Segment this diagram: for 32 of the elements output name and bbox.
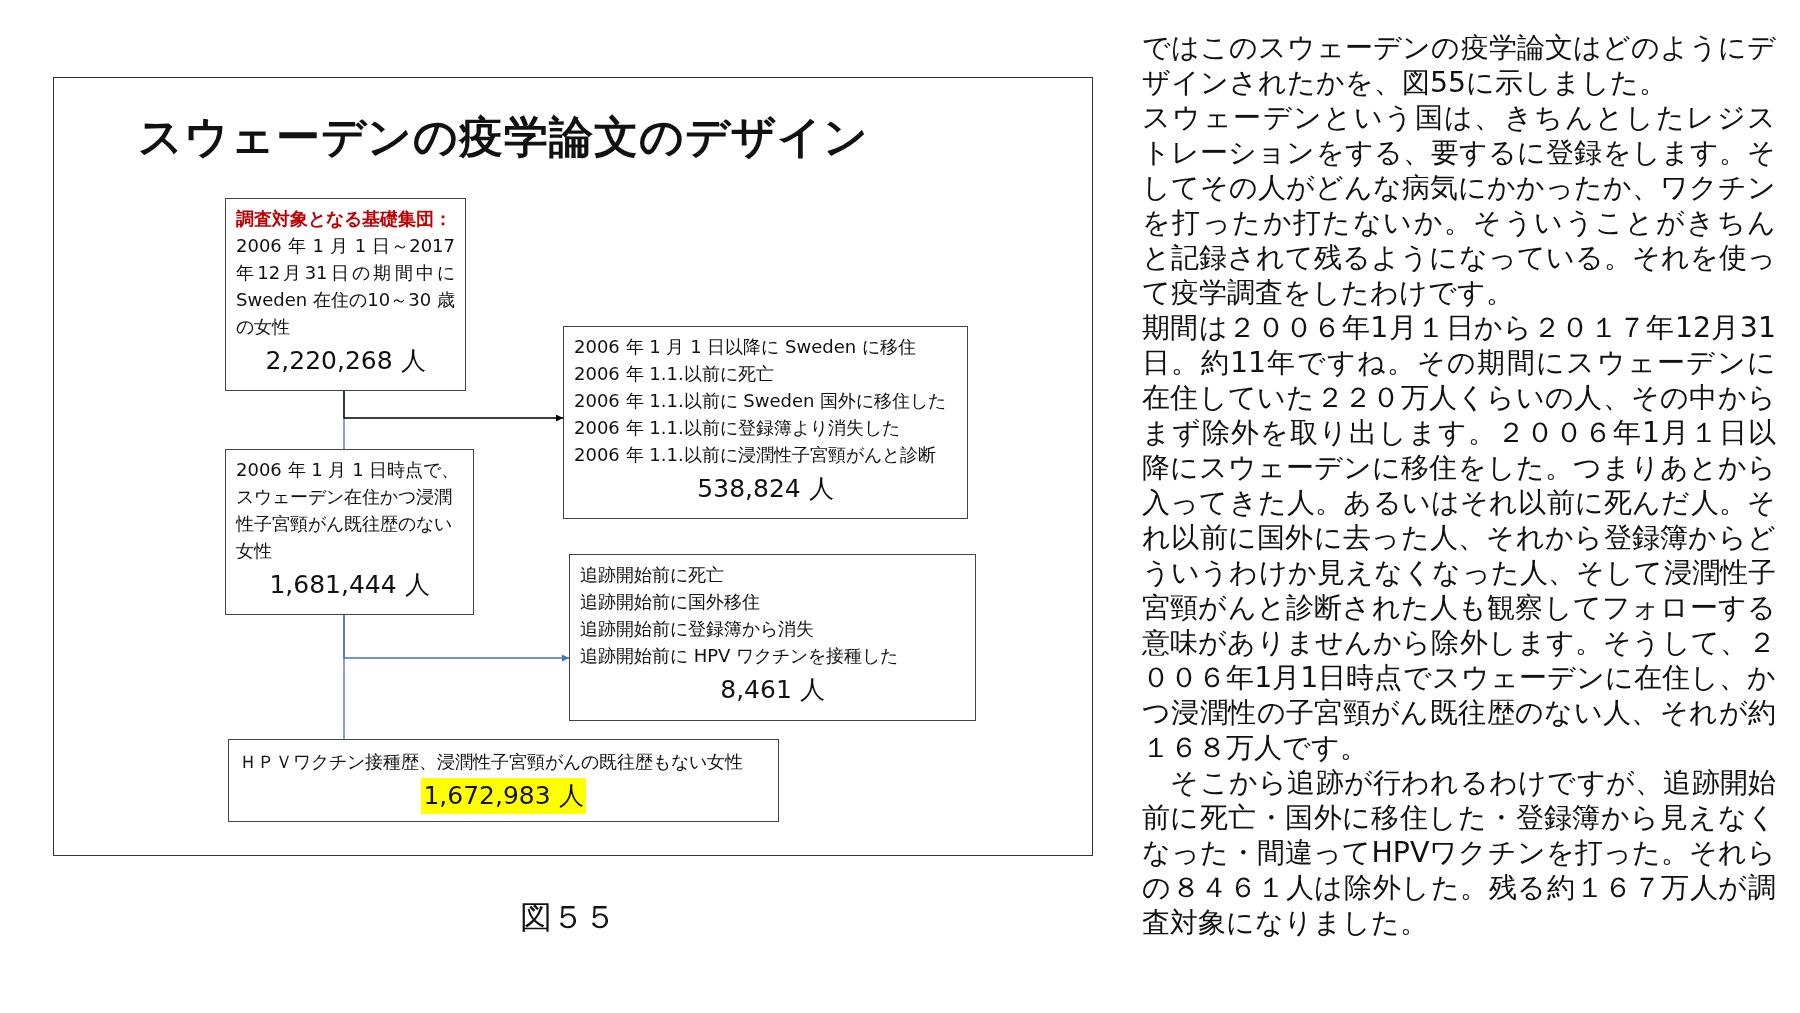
flow-box bbox=[225, 449, 474, 615]
flow-box bbox=[563, 326, 968, 519]
count-text: 538,824 人 bbox=[697, 473, 834, 505]
flow-box bbox=[569, 554, 976, 721]
figure-caption: 図５５ bbox=[520, 897, 616, 938]
arrow bbox=[343, 614, 570, 662]
box-text: 2006 年 1.1.以前に死亡 bbox=[574, 362, 775, 386]
body-paragraph: 期間は２００６年1月１日から２０１７年12月31日。約11年ですね。その期間にスウェーデンに在住していた２２０万人くらいの人、その中からまず除外を取り出します。２００６年1月１日以降にスウェーデンに移住をした。つまりあとから入ってきた人。あるいはそれ以前に死んだ人。それ以前に国外に去った人、それから登録簿からどういうわけか見えなくなった人、そして浸潤性子宮頸がんと診断された人も観察してフォローする意味がありませんから除外します。そうして、２００６年1月1日時点でスウェーデンに在住し、かつ浸潤性の子宮頸がん既往歴のない人、それが約１６８万人です。 bbox=[1142, 310, 1776, 765]
count-text: 1,681,444 人 bbox=[269, 569, 430, 601]
box-text: ＨＰＶワクチン接種歴、浸潤性子宮頸がんの既往歴もない女性 bbox=[239, 750, 744, 774]
box-text: 追跡開始前に死亡 bbox=[580, 563, 725, 587]
count-text: 8,461 人 bbox=[720, 674, 825, 706]
highlighted-count: 1,672,983 人 bbox=[421, 778, 586, 814]
box-text: 追跡開始前に国外移住 bbox=[580, 590, 761, 614]
box-text: 2006 年 1.1.以前に浸潤性子宮頸がんと診断 bbox=[574, 443, 937, 467]
flow-box bbox=[225, 198, 466, 391]
box-text: 2006 年 1 月 1 日時点で、スウェーデン在住かつ浸潤性子宮頸がん既往歴のない女性 bbox=[236, 458, 461, 563]
box-text: 2006 年 1.1.以前に Sweden 国外に移住した bbox=[574, 389, 948, 413]
body-paragraph: ではこのスウェーデンの疫学論文はどのようにデザインされたかを、図55に示しました。 bbox=[1142, 30, 1776, 100]
box-text: 2006 年 1 月 1 日以降に Sweden に移住 bbox=[574, 335, 917, 359]
body-paragraph: スウェーデンという国は、きちんとしたレジストレーションをする、要するに登録をします。そしてその人がどんな病気にかかったか、ワクチンを打ったか打たないか。そういうことがきちんと記録されて残るようになっている。それを使って疫学調査をしたわけです。 bbox=[1142, 100, 1776, 310]
body-paragraph: そこから追跡が行われるわけですが、追跡開始前に死亡・国外に移住した・登録簿から見えなくなった・間違ってHPVワクチンを打った。それらの８４６１人は除外した。残る約１６７万人が調査対象になりました。 bbox=[1142, 765, 1776, 940]
slide-title: スウェーデンの疫学論文のデザイン bbox=[138, 110, 869, 164]
box-text: 2006 年 1.1.以前に登録簿より消失した bbox=[574, 416, 901, 440]
box-text: 追跡開始前に HPV ワクチンを接種した bbox=[580, 644, 900, 668]
box-heading: 調査対象となる基礎集団： bbox=[236, 207, 453, 231]
box-text: 2006 年 1 月 1 日～2017年12月31日の期間中に Sweden 在住の10～30 歳の女性 bbox=[236, 234, 455, 339]
flow-box bbox=[228, 739, 779, 822]
count-text: 2,220,268 人 bbox=[265, 345, 426, 377]
arrow bbox=[343, 390, 564, 422]
box-text: 追跡開始前に登録簿から消失 bbox=[580, 617, 815, 641]
slide-frame bbox=[53, 77, 1093, 856]
